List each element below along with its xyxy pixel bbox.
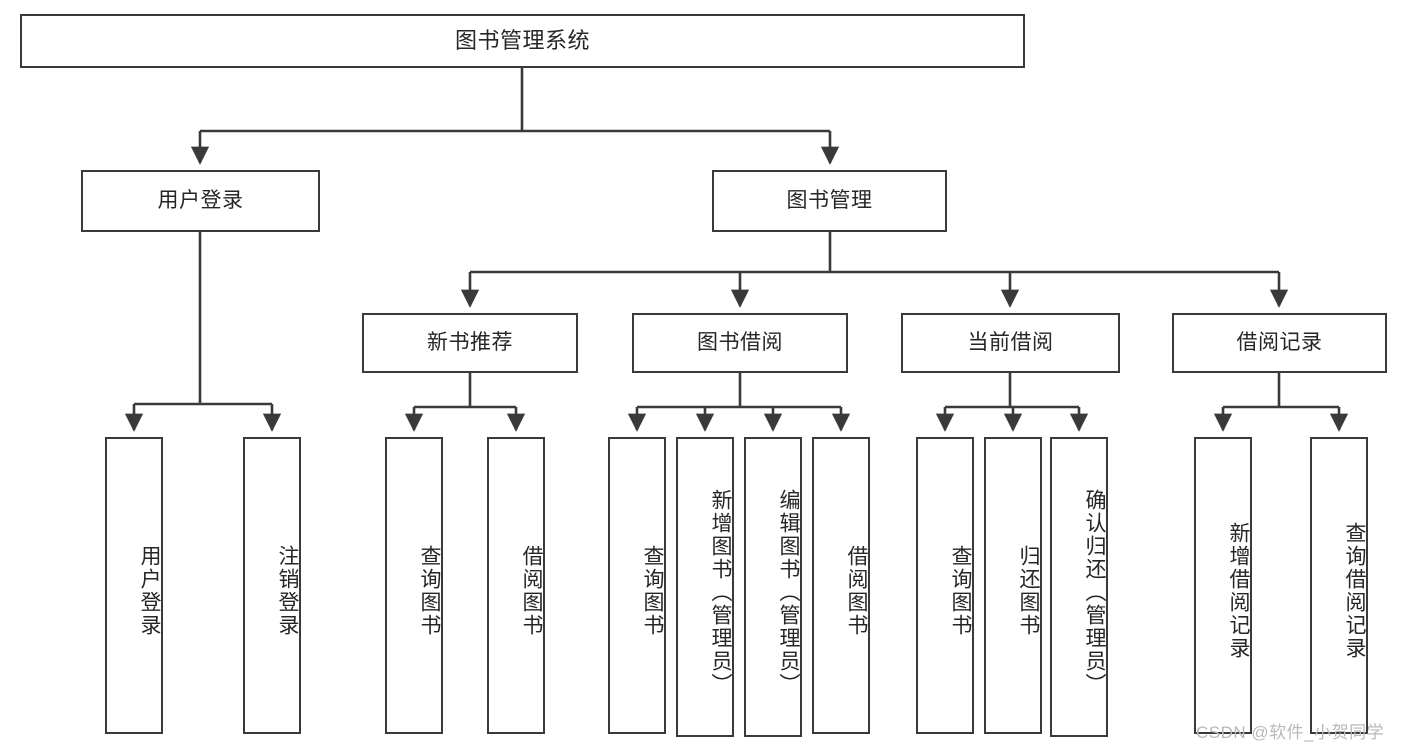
node-user-login[interactable]: 用户登录 (81, 170, 320, 232)
leaf-add-book-admin[interactable]: 新增图书（管理员） (676, 437, 734, 737)
leaf-query-book-recommend[interactable]: 查询图书 (385, 437, 443, 734)
node-book-borrow[interactable]: 图书借阅 (632, 313, 848, 373)
node-root-label: 图书管理系统 (454, 28, 590, 54)
leaf-borrow-book-recommend[interactable]: 借阅图书 (487, 437, 545, 734)
leaf-query-book-borrow[interactable]: 查询图书 (608, 437, 666, 734)
node-borrow-record-label: 借阅记录 (1236, 330, 1323, 354)
leaf-confirm-return-admin-label: 确认归还（管理员） (1083, 488, 1106, 696)
leaf-query-book-current[interactable]: 查询图书 (916, 437, 974, 734)
node-root[interactable]: 图书管理系统 (20, 14, 1025, 68)
leaf-borrow-book-label: 借阅图书 (845, 544, 868, 637)
csdn-watermark: CSDN @软件_小贺同学 (1196, 723, 1385, 742)
leaf-query-book-recommend-label: 查询图书 (418, 544, 441, 637)
node-book-manage-label: 图书管理 (786, 188, 873, 212)
leaf-user-login-label: 用户登录 (138, 544, 161, 637)
leaf-user-logout[interactable]: 注销登录 (243, 437, 301, 734)
leaf-query-borrow-record[interactable]: 查询借阅记录 (1310, 437, 1368, 734)
leaf-edit-book-admin-label: 编辑图书（管理员） (777, 488, 800, 696)
leaf-query-book-current-label: 查询图书 (949, 544, 972, 637)
node-new-book-recommend-label: 新书推荐 (427, 330, 513, 354)
leaf-add-borrow-record-label: 新增借阅记录 (1227, 521, 1250, 660)
leaf-add-book-admin-label: 新增图书（管理员） (709, 488, 732, 696)
node-book-borrow-label: 图书借阅 (697, 330, 783, 354)
leaf-return-book-label: 归还图书 (1017, 544, 1040, 637)
leaf-user-login[interactable]: 用户登录 (105, 437, 163, 734)
leaf-query-book-borrow-label: 查询图书 (641, 544, 664, 637)
node-current-borrow[interactable]: 当前借阅 (901, 313, 1120, 373)
leaf-confirm-return-admin[interactable]: 确认归还（管理员） (1050, 437, 1108, 737)
leaf-query-borrow-record-label: 查询借阅记录 (1343, 521, 1366, 660)
node-current-borrow-label: 当前借阅 (967, 330, 1054, 354)
leaf-return-book[interactable]: 归还图书 (984, 437, 1042, 734)
node-book-manage[interactable]: 图书管理 (712, 170, 947, 232)
leaf-add-borrow-record[interactable]: 新增借阅记录 (1194, 437, 1252, 734)
node-borrow-record[interactable]: 借阅记录 (1172, 313, 1387, 373)
leaf-edit-book-admin[interactable]: 编辑图书（管理员） (744, 437, 802, 737)
leaf-borrow-book[interactable]: 借阅图书 (812, 437, 870, 734)
leaf-borrow-book-recommend-label: 借阅图书 (520, 544, 543, 637)
node-user-login-label: 用户登录 (157, 188, 244, 212)
node-new-book-recommend[interactable]: 新书推荐 (362, 313, 578, 373)
leaf-user-logout-label: 注销登录 (276, 544, 299, 637)
